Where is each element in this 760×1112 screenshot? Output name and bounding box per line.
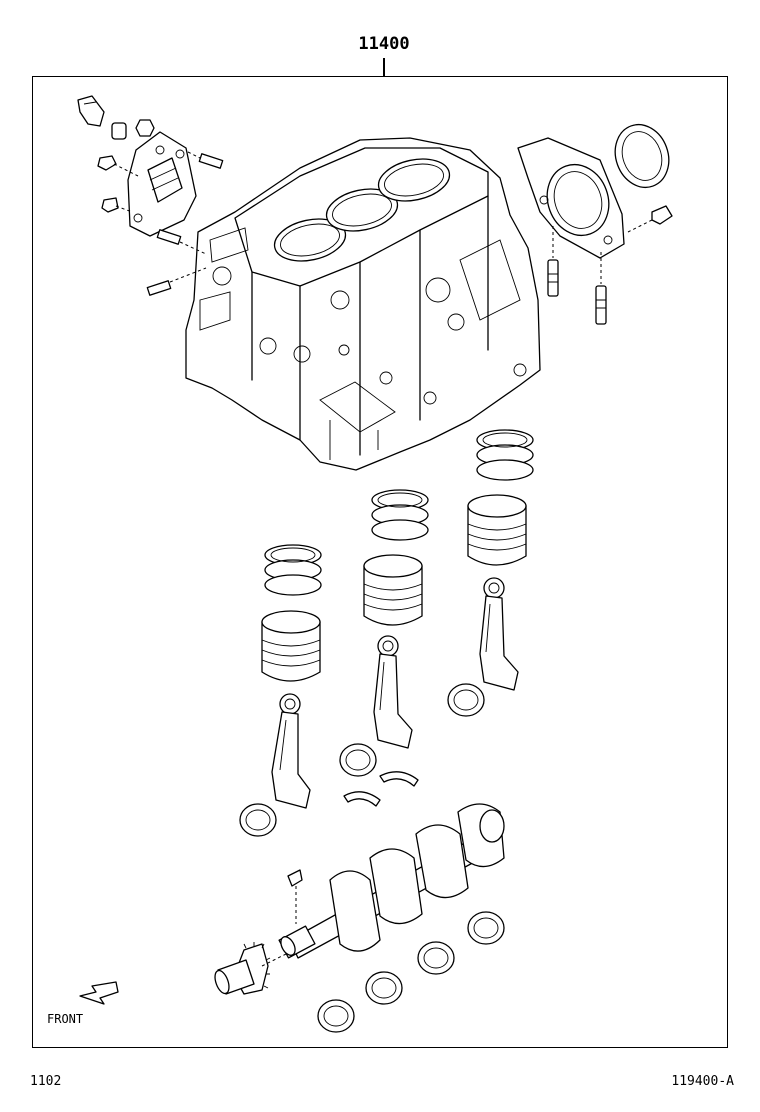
front-arrow-icon xyxy=(79,981,119,1005)
crankshaft-timing-gear[interactable] xyxy=(212,942,287,995)
crankshaft[interactable] xyxy=(278,803,505,959)
footer-code-left: 1102 xyxy=(30,1074,62,1089)
cylinder-block[interactable] xyxy=(185,137,541,471)
rod-bearing-3[interactable] xyxy=(447,683,485,717)
connecting-rod-1[interactable] xyxy=(271,693,311,809)
oil-pressure-switch[interactable] xyxy=(77,95,105,127)
connecting-rod-2[interactable] xyxy=(373,635,413,749)
piston-2[interactable] xyxy=(363,554,423,626)
plug-nut[interactable] xyxy=(111,119,155,140)
thrust-washers[interactable] xyxy=(343,771,419,807)
part-number-label: 11400 xyxy=(358,34,410,54)
retainer-pins[interactable] xyxy=(547,226,607,325)
part-number-leader xyxy=(383,58,385,77)
piston-ring-set-2[interactable] xyxy=(371,489,429,541)
piston-ring-set-3[interactable] xyxy=(476,429,534,481)
oil-seal-retainer[interactable] xyxy=(517,137,625,259)
footer-code-right: 119400-A xyxy=(671,1074,734,1089)
rod-bearing-2[interactable] xyxy=(339,743,377,777)
connecting-rod-3[interactable] xyxy=(479,577,519,691)
front-direction-label: FRONT xyxy=(47,1012,84,1026)
retainer-bolt[interactable] xyxy=(627,205,673,233)
rod-bearing-1[interactable] xyxy=(239,803,277,837)
stud-bolts[interactable] xyxy=(146,151,224,296)
main-bearings[interactable] xyxy=(317,911,505,1033)
piston-3[interactable] xyxy=(467,494,527,566)
diagram-frame xyxy=(32,76,728,1048)
rear-oil-seal[interactable] xyxy=(607,117,678,195)
piston-1[interactable] xyxy=(261,610,321,682)
side-bolts[interactable] xyxy=(97,155,139,213)
piston-ring-set-1[interactable] xyxy=(264,544,322,596)
side-cover[interactable] xyxy=(127,131,197,237)
crankshaft-key[interactable] xyxy=(287,869,303,924)
